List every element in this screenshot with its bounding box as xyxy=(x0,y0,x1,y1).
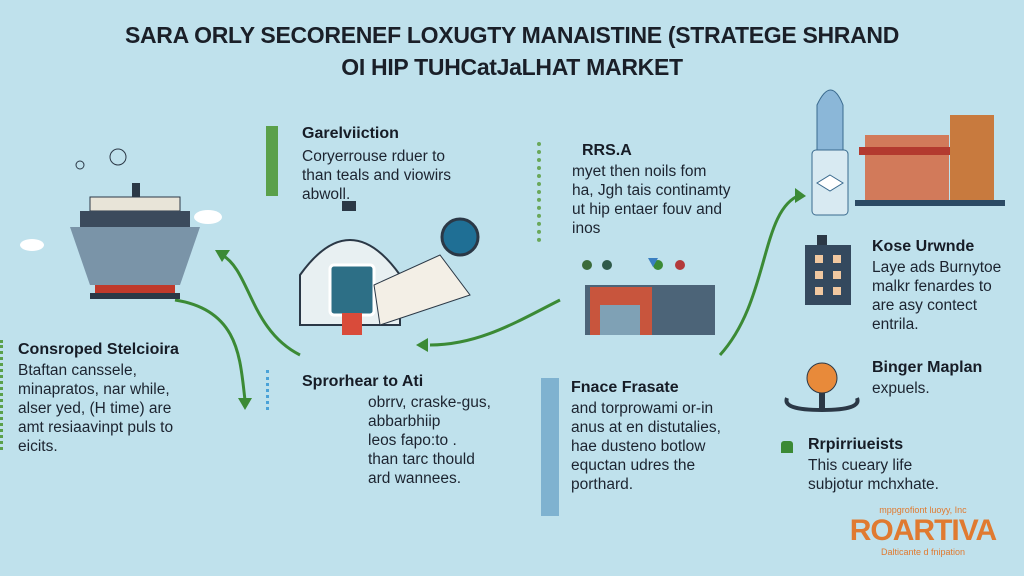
section-heading: RRS.A xyxy=(582,142,632,159)
section-text: amt resiaavinpt puls to xyxy=(18,419,174,436)
section-text: anus at en distutalies, xyxy=(571,419,721,436)
section-fnace-frasate: Fnace Frasate and torprowami or-in anus … xyxy=(571,379,721,494)
title-line-2: OI HIP TUHCatJaLHAT MARKET xyxy=(341,54,683,80)
vine-icon xyxy=(0,340,6,450)
logo-tagline: mppgrofiont luoyy, Inc xyxy=(879,505,967,515)
vertical-banner-icon xyxy=(541,378,559,516)
section-heading: Kose Urwnde xyxy=(872,238,975,255)
company-logo: mppgrofiont luoyy, Inc ROARTIVA Daltican… xyxy=(828,505,1018,557)
section-text: alser yed, (H time) are xyxy=(18,400,172,417)
arrow-curve xyxy=(429,298,561,347)
section-heading: Consroped Stelcioira xyxy=(18,341,179,358)
section-text: malkr fenardes to xyxy=(872,278,992,295)
section-text: subjotur mchxhate. xyxy=(808,476,939,493)
office-building-icon xyxy=(805,235,851,305)
section-text: leos fapo:to . xyxy=(368,432,457,449)
section-heading: Garelviiction xyxy=(302,125,399,142)
ship-illustration xyxy=(20,148,222,299)
arrow-curve xyxy=(174,298,247,401)
section-text: minapratos, nar while, xyxy=(18,381,170,398)
section-text: This cueary life xyxy=(808,457,913,474)
section-text: expuels. xyxy=(872,380,930,397)
section-text: than tarc thould xyxy=(368,451,475,468)
section-text: obrrv, craske-gus, xyxy=(368,394,491,411)
section-heading: Sprorhear to Ati xyxy=(302,373,424,390)
arrow-curve xyxy=(221,253,301,357)
section-text: and torprowami or-in xyxy=(571,400,714,417)
section-heading: Binger Maplan xyxy=(872,359,983,376)
section-text: myet then noils fom xyxy=(572,163,707,180)
section-rrsa: RRS.A myet then noils fom ha, Jgh tais c… xyxy=(572,142,731,238)
section-text: ard wannees. xyxy=(368,470,462,487)
arrow-curve xyxy=(718,193,801,357)
section-text: ut hip entaer fouv and xyxy=(572,201,722,218)
section-garelviiction: Garelviiction Coryerrouse rduer to than … xyxy=(302,125,451,204)
leaf-icon xyxy=(781,441,793,453)
section-consroped-stelcioira: Consroped Stelcioira Btaftan canssele, m… xyxy=(18,341,179,456)
storefront-illustration xyxy=(582,258,715,335)
section-kose-urwnde: Kose Urwnde Laye ads Burnytoe malkr fena… xyxy=(872,238,1001,334)
section-text: Coryerrouse rduer to xyxy=(302,148,446,165)
leaf-pattern-icon xyxy=(266,126,278,196)
section-sprorhear-to-ati: Sprorhear to Ati obrrv, craske-gus, abba… xyxy=(302,373,491,488)
section-text: abbarbhiip xyxy=(368,413,441,430)
section-text: abwoll. xyxy=(302,186,351,203)
snowflake-icon xyxy=(266,370,278,410)
section-text: hae dusteno botlow xyxy=(571,438,706,455)
section-text: equctan udres the xyxy=(571,457,696,474)
logo-subtitle: Dalticante d fnipation xyxy=(880,547,966,557)
logo-name: ROARTIVA xyxy=(849,514,997,547)
section-text: Btaftan canssele, xyxy=(18,362,137,379)
section-text: eicits. xyxy=(18,438,58,455)
section-text: Laye ads Burnytoe xyxy=(872,259,1002,276)
section-text: ha, Jgh tais continamty xyxy=(572,182,731,199)
trophy-icon xyxy=(784,362,860,413)
section-text: inos xyxy=(572,220,601,237)
city-buildings-illustration xyxy=(811,89,1005,216)
section-heading: Rrpirriueists xyxy=(808,436,904,453)
title-line-1: SARA ORLY SECORENEF LOXUGTY MANAISTINE (… xyxy=(124,22,900,48)
section-binger-maplan: Binger Maplan expuels. xyxy=(872,359,982,398)
plant-pattern-icon xyxy=(537,142,567,242)
section-rrpirriueists: Rrpirriueists This cueary life subjotur … xyxy=(808,436,939,494)
section-text: than teals and viowirs xyxy=(302,167,452,184)
cloche-hand-illustration xyxy=(299,201,480,335)
section-heading: Fnace Frasate xyxy=(571,379,679,396)
section-text: porthard. xyxy=(571,476,634,493)
section-text: are asy contect xyxy=(872,297,978,314)
section-text: entrila. xyxy=(872,316,919,333)
